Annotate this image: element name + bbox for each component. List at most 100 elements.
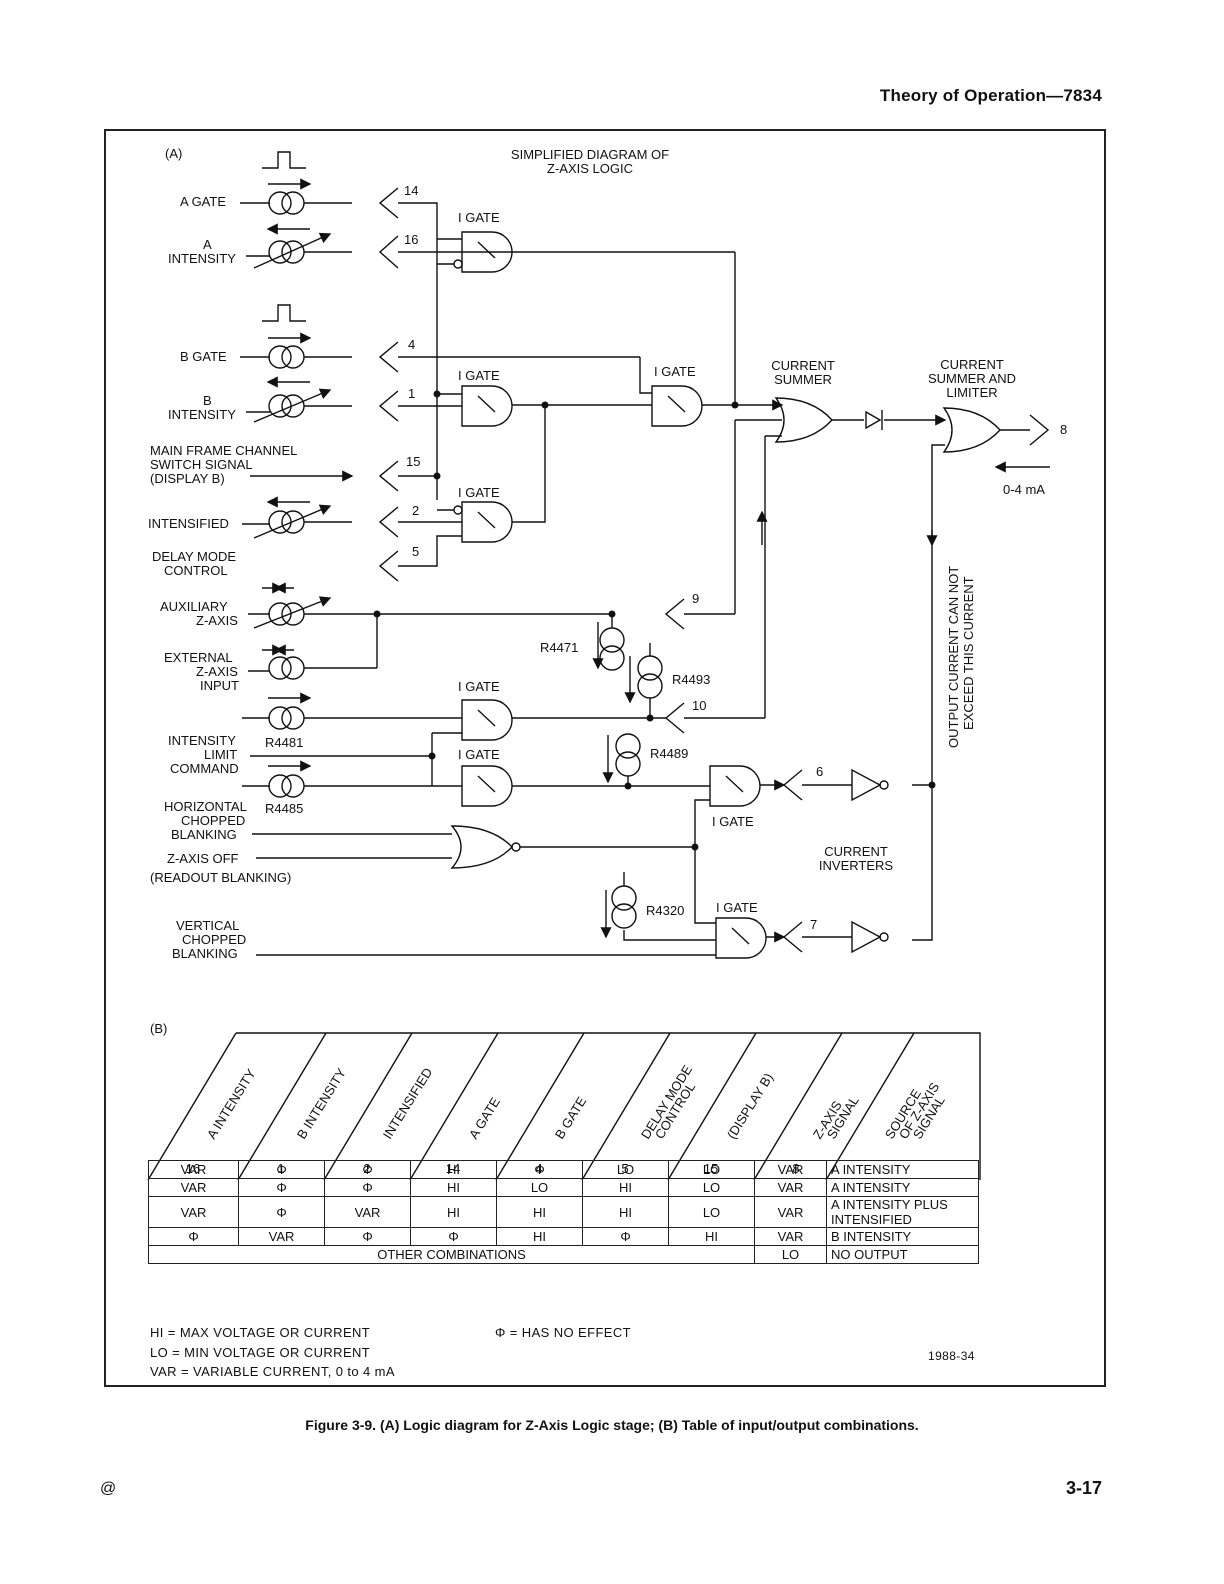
current-inverter-icon [851,920,882,954]
svg-text:I GATE: I GATE [458,747,500,762]
transformer-icon [268,345,292,369]
svg-text:LIMITER: LIMITER [946,385,997,400]
svg-text:6: 6 [816,764,823,779]
transformer-icon [281,602,305,626]
inverter-bubble-icon [511,842,521,852]
table-cell: Φ [582,1227,669,1246]
label-zaxis-off-1: Z-AXIS OFF [167,851,239,866]
svg-text:4: 4 [408,337,415,352]
label-a-intensity-1: A [203,237,212,252]
and-gate-icon [461,231,513,273]
column-header-text: INTENSIFIED [380,1065,436,1142]
current-source-icon [637,673,663,699]
table-cell: LO [668,1160,755,1179]
figure-caption: Figure 3-9. (A) Logic diagram for Z-Axis… [305,1417,919,1433]
input-transformers [240,178,716,956]
pin-numbers: 14 16 4 1 15 2 5 9 10 6 7 8 [404,183,1067,932]
table-cell: HI [582,1178,669,1197]
label-horizontal-1: HORIZONTAL [164,799,247,814]
svg-text:1: 1 [408,386,415,401]
label-zaxis-off-2: (READOUT BLANKING) [150,870,291,885]
svg-text:OUTPUT CURRENT CAN NOT: OUTPUT CURRENT CAN NOT [946,566,961,748]
transformer-icon [268,656,292,680]
svg-text:10: 10 [692,698,706,713]
svg-text:I GATE: I GATE [716,900,758,915]
label-b-intensity-2: INTENSITY [168,407,236,422]
and-gate-icon [715,917,767,959]
table-cell: HI [668,1227,755,1246]
gate-labels: I GATE I GATE I GATE I GATE I GATE I GAT… [458,210,758,915]
nor-gate-icon [450,825,513,869]
table-cell: HI [410,1160,497,1179]
svg-text:15: 15 [406,454,420,469]
svg-text:16: 16 [404,232,418,247]
label-b-intensity-1: B [203,393,212,408]
svg-text:I GATE: I GATE [458,210,500,225]
label-auxiliary-1: AUXILIARY [160,599,228,614]
label-b-gate: B GATE [180,349,227,364]
column-header-text: B INTENSITY [294,1065,349,1141]
table-cell: LO [668,1178,755,1197]
current-source-icon [615,733,641,759]
table-cell: Φ [324,1178,411,1197]
label-auxiliary-2: Z-AXIS [196,613,238,628]
current-inverter-icon [851,768,882,802]
svg-text:5: 5 [412,544,419,559]
label-delay-mode-1: DELAY MODE [152,549,236,564]
svg-text:SUMMER: SUMMER [774,372,832,387]
label-vertical-1: VERTICAL [176,918,239,933]
label-vertical-3: BLANKING [172,946,238,961]
page-number: 3-17 [1065,1478,1102,1498]
transformer-icon [281,656,305,680]
svg-text:I GATE: I GATE [458,485,500,500]
svg-text:2: 2 [412,503,419,518]
table-cell: HI [496,1196,583,1228]
label-a-intensity-2: INTENSITY [168,251,236,266]
diagram-title-line1: SIMPLIFIED DIAGRAM OF [511,147,669,162]
svg-text:CURRENT: CURRENT [940,357,1004,372]
panel-b-label: (B) [150,1021,167,1036]
transformer-icon [281,345,305,369]
transformer-icon [281,774,305,798]
pulse-icon [262,151,306,169]
svg-text:CURRENT: CURRENT [824,844,888,859]
svg-text:7: 7 [810,917,817,932]
table-cell: Φ [496,1160,583,1179]
table-cell: HI [496,1227,583,1246]
label-external-2: Z-AXIS [196,664,238,679]
and-gate-icon [709,765,761,807]
and-gate-icon [461,501,513,543]
table-cell-source: B INTENSITY [826,1227,979,1246]
label-main-frame-2: SWITCH SIGNAL [150,457,253,472]
label-intensity-limit-1: INTENSITY [168,733,236,748]
label-horizontal-3: BLANKING [171,827,237,842]
table-cell: HI [582,1196,669,1228]
or-gate-icon [774,397,833,443]
table-cell: VAR [148,1178,239,1197]
legend-lo: LO = MIN VOLTAGE OR CURRENT [150,1345,371,1360]
input-labels: A GATE A INTENSITY B GATE B INTENSITY MA… [148,194,297,961]
transformer-icon [268,774,292,798]
label-main-frame-1: MAIN FRAME CHANNEL [150,443,297,458]
label-intensity-limit-2: LIMIT [204,747,237,762]
legend-var: VAR = VARIABLE CURRENT, 0 to 4 mA [150,1364,395,1379]
label-vertical-2: CHOPPED [182,932,246,947]
table-cell: Φ [238,1160,325,1179]
label-delay-mode-2: CONTROL [164,563,228,578]
current-source-icon [599,627,625,653]
table-cell: VAR [148,1196,239,1228]
table-cell-source: A INTENSITY [826,1160,979,1179]
drawing-code: 1988-34 [928,1349,975,1363]
label-horizontal-2: CHOPPED [181,813,245,828]
table-cell: VAR [754,1178,827,1197]
table-cell: LO [668,1196,755,1228]
label-external-3: INPUT [200,678,239,693]
block-labels: CURRENT SUMMER CURRENT SUMMER AND LIMITE… [771,357,1045,873]
inverter-bubble-icon [453,505,463,515]
svg-text:SUMMER AND: SUMMER AND [928,371,1016,386]
transformer-icon [281,191,305,215]
